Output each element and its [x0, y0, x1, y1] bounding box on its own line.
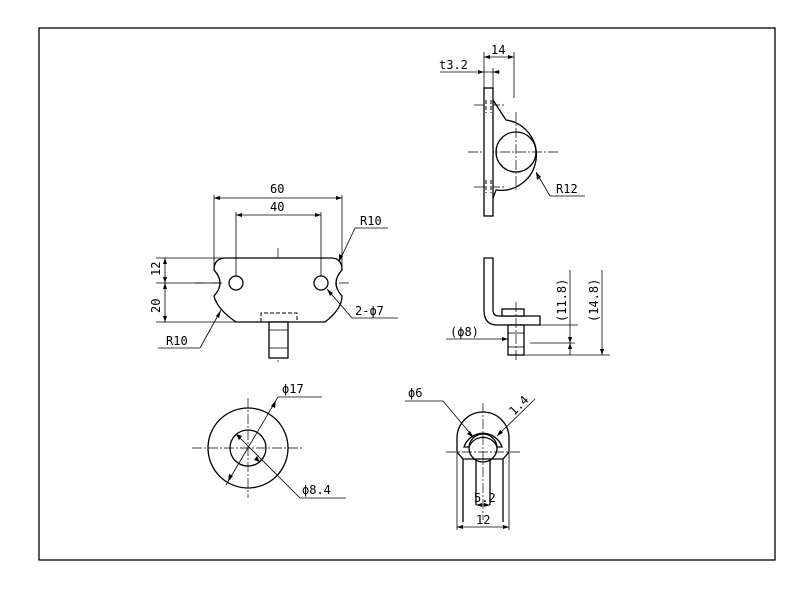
dim-12-bottom: 12	[476, 513, 490, 527]
dim-2-phi7: 2-ϕ7	[355, 304, 384, 318]
side-view: 14 t3.2 R12	[439, 43, 585, 217]
front-view: 60 40 12 20 R10 2-ϕ7 R10	[149, 182, 398, 362]
dim-11-8: (11.8)	[555, 279, 569, 322]
right-side-view: (ϕ8) (11.8) (14.8)	[446, 257, 610, 362]
drawing-frame	[38, 27, 776, 561]
dim-phi8: (ϕ8)	[450, 325, 479, 339]
dim-14: 14	[491, 43, 505, 57]
dim-14-8: (14.8)	[587, 279, 601, 322]
dim-r10-bottom: R10	[166, 334, 188, 348]
bottom-right-view: ϕ6 1.4 5.2 12	[405, 386, 536, 530]
dim-r12: R12	[556, 182, 578, 196]
dim-phi17: ϕ17	[282, 382, 304, 396]
dim-r10-top: R10	[360, 214, 382, 228]
bottom-left-view: ϕ17 ϕ8.4	[192, 382, 346, 499]
dim-60: 60	[270, 182, 284, 196]
dim-12-vertical: 12	[149, 262, 163, 276]
dim-t32: t3.2	[439, 58, 468, 72]
dim-40: 40	[270, 200, 284, 214]
dim-phi8-4: ϕ8.4	[302, 483, 331, 497]
dim-1-4: 1.4	[506, 393, 531, 418]
dim-20-vertical: 20	[149, 299, 163, 313]
dim-phi6: ϕ6	[408, 386, 422, 400]
dim-5-2: 5.2	[474, 491, 496, 505]
